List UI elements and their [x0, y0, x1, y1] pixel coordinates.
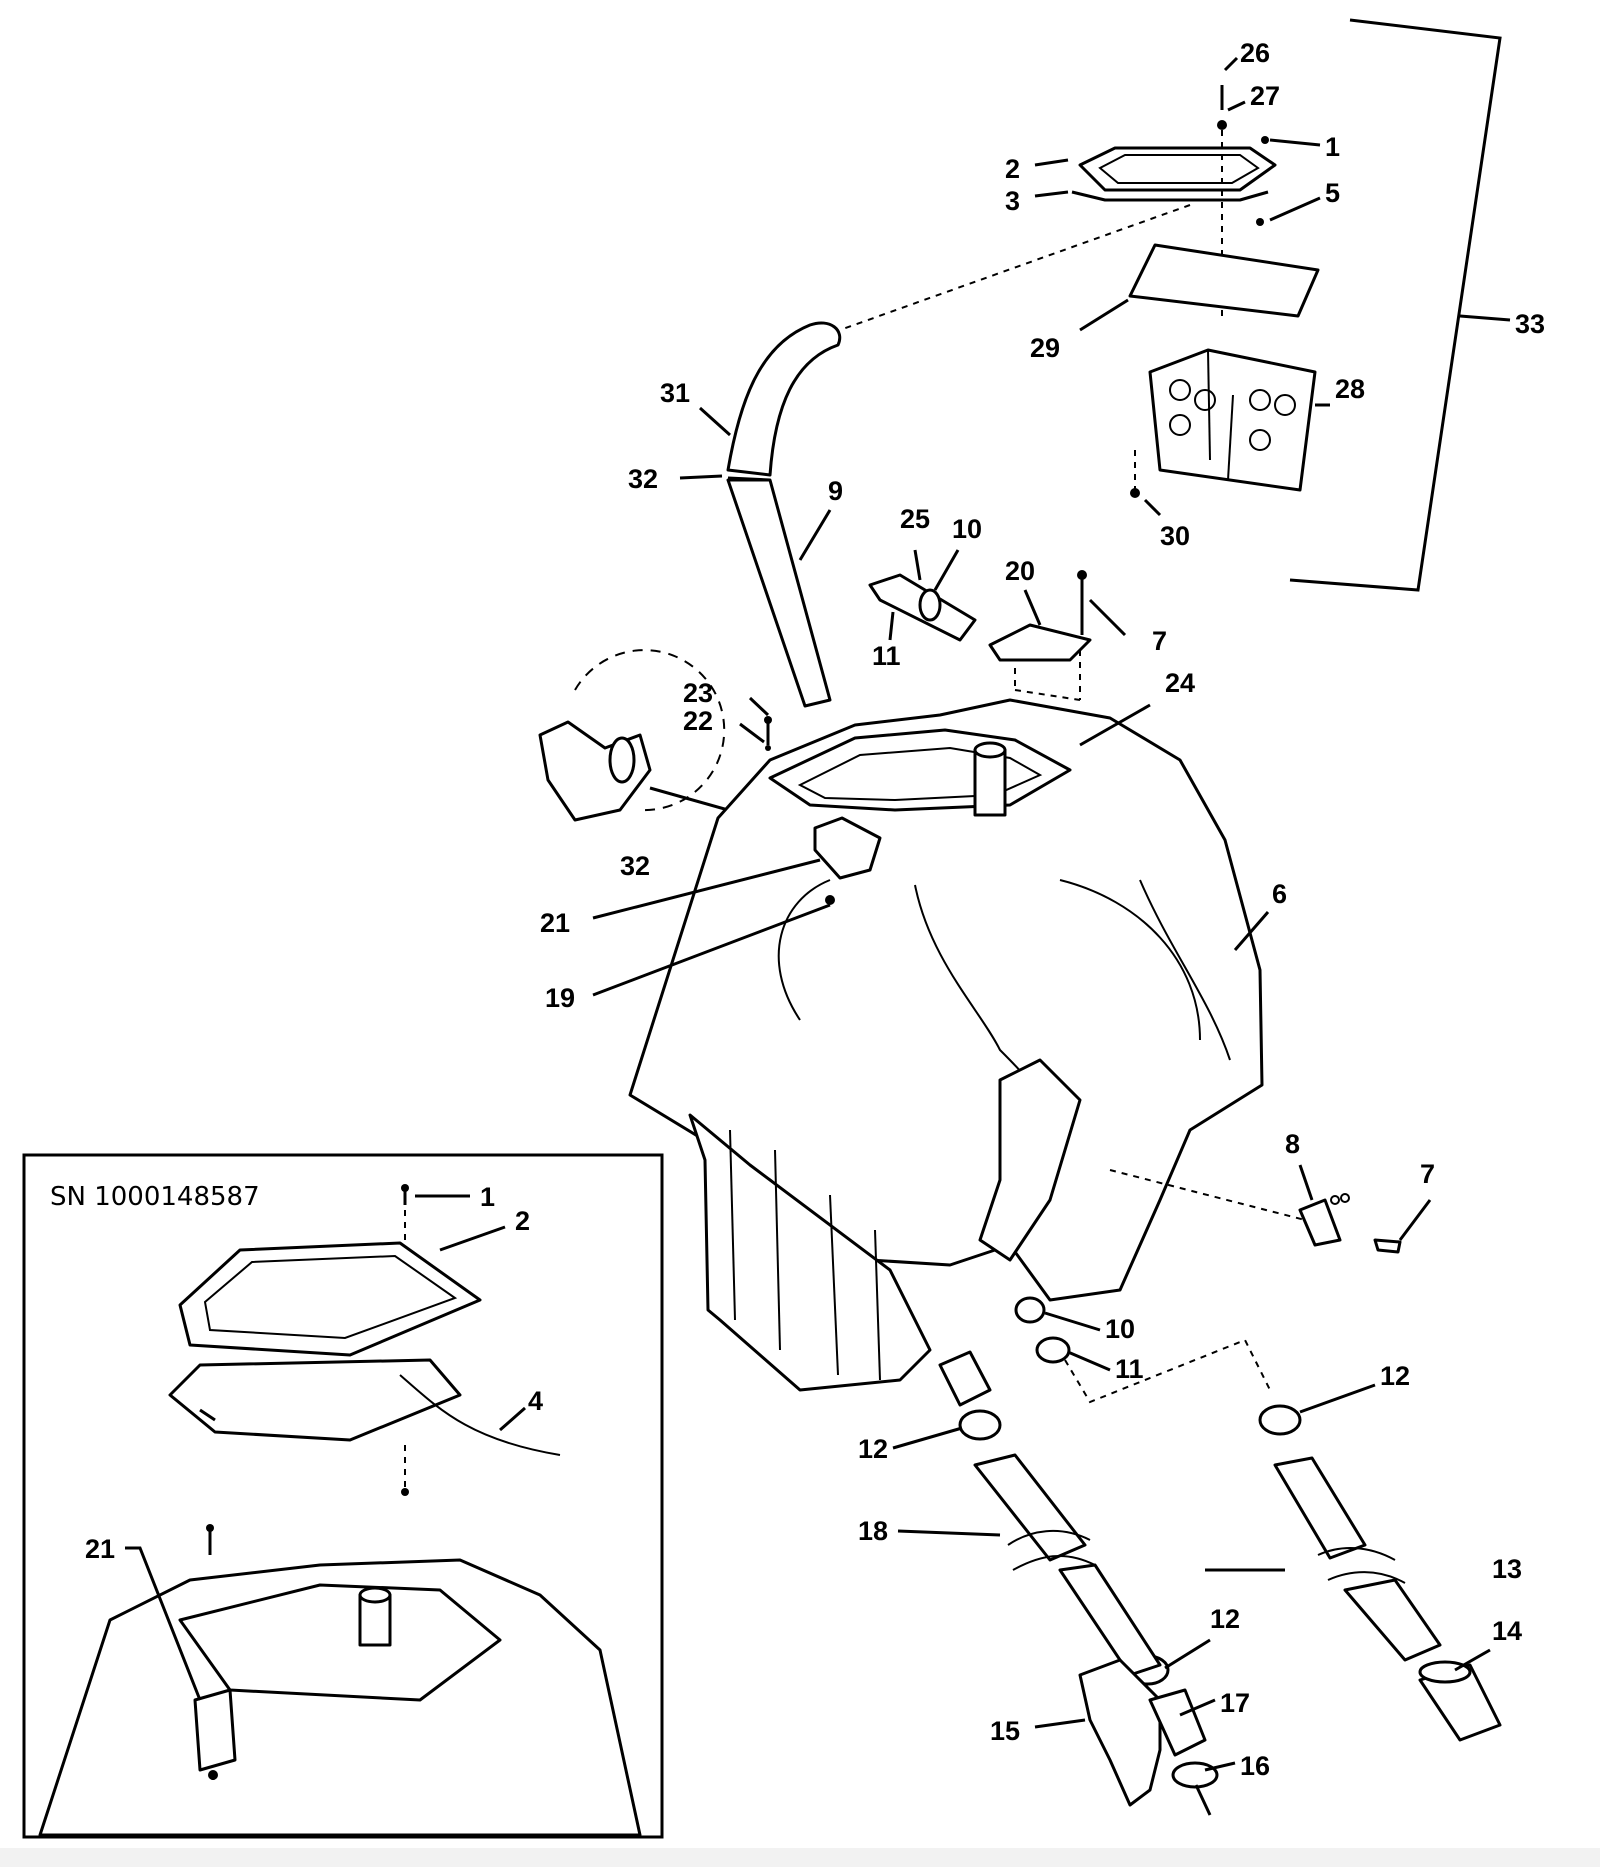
plate-part — [1128, 243, 1320, 318]
callout-28: 28 — [1335, 374, 1365, 404]
inset-callout-21: 21 — [85, 1534, 115, 1564]
callout-32b: 32 — [620, 851, 650, 881]
callout-5: 5 — [1325, 178, 1340, 208]
filter-assembly — [839, 18, 1511, 592]
callout-13: 13 — [1492, 1554, 1522, 1584]
inset-callout-1: 1 — [480, 1182, 495, 1212]
callout-23: 23 — [683, 678, 713, 708]
bottom-strip — [0, 1848, 1600, 1867]
callout-20: 20 — [1005, 556, 1035, 586]
bracket-8 — [1298, 1198, 1342, 1247]
tank-outline — [628, 698, 1264, 1302]
callout-32a: 32 — [628, 464, 658, 494]
callout-9: 9 — [828, 476, 843, 506]
recovery-tank — [628, 698, 1264, 1407]
callout-19: 19 — [545, 983, 575, 1013]
callout-7a: 7 — [1152, 626, 1167, 656]
callout-21: 21 — [540, 908, 570, 938]
fitting-parts — [764, 570, 1092, 751]
callout-2: 2 — [1005, 154, 1020, 184]
callout-18: 18 — [858, 1516, 888, 1546]
callout-3: 3 — [1005, 186, 1020, 216]
callout-24: 24 — [1165, 668, 1195, 698]
inset-title: SN 1000148587 — [50, 1182, 260, 1212]
leader-lines — [592, 56, 1491, 1772]
standpipe-hose — [726, 321, 842, 708]
lower-hoses — [958, 1296, 1502, 1816]
callout-10b: 10 — [1105, 1314, 1135, 1344]
callout-6: 6 — [1272, 879, 1287, 909]
callout-33: 33 — [1515, 309, 1545, 339]
callout-30: 30 — [1160, 521, 1190, 551]
callout-11b: 11 — [1115, 1354, 1144, 1384]
inset-callout-4: 4 — [528, 1386, 543, 1416]
callout-26: 26 — [1240, 38, 1270, 68]
callout-12a: 12 — [1380, 1361, 1410, 1391]
callout-31: 31 — [660, 378, 690, 408]
inset-callout-2: 2 — [515, 1206, 530, 1236]
cover-part — [1078, 146, 1277, 192]
callout-15: 15 — [990, 1716, 1020, 1746]
callout-29: 29 — [1030, 333, 1060, 363]
inset-panel: SN 1000148587 1 2 4 21 — [22, 1153, 664, 1839]
callout-12c: 12 — [1210, 1604, 1240, 1634]
lid-gasket — [988, 623, 1092, 662]
callout-17: 17 — [1220, 1688, 1250, 1718]
callout-22: 22 — [683, 706, 713, 736]
bracket-parts — [1109, 1169, 1402, 1254]
callout-27: 27 — [1250, 81, 1280, 111]
callout-8: 8 — [1285, 1129, 1300, 1159]
callout-11a: 11 — [872, 641, 901, 671]
callout-10a: 10 — [952, 514, 982, 544]
inset-cover — [178, 1241, 482, 1357]
callout-labels: 26 27 1 2 3 5 33 29 28 31 32 9 30 25 10 … — [540, 38, 1545, 1781]
callout-25: 25 — [900, 504, 930, 534]
callout-16: 16 — [1240, 1751, 1270, 1781]
callout-14: 14 — [1492, 1616, 1522, 1646]
callout-7b: 7 — [1420, 1159, 1435, 1189]
callout-1: 1 — [1325, 132, 1340, 162]
callout-12b: 12 — [858, 1434, 888, 1464]
